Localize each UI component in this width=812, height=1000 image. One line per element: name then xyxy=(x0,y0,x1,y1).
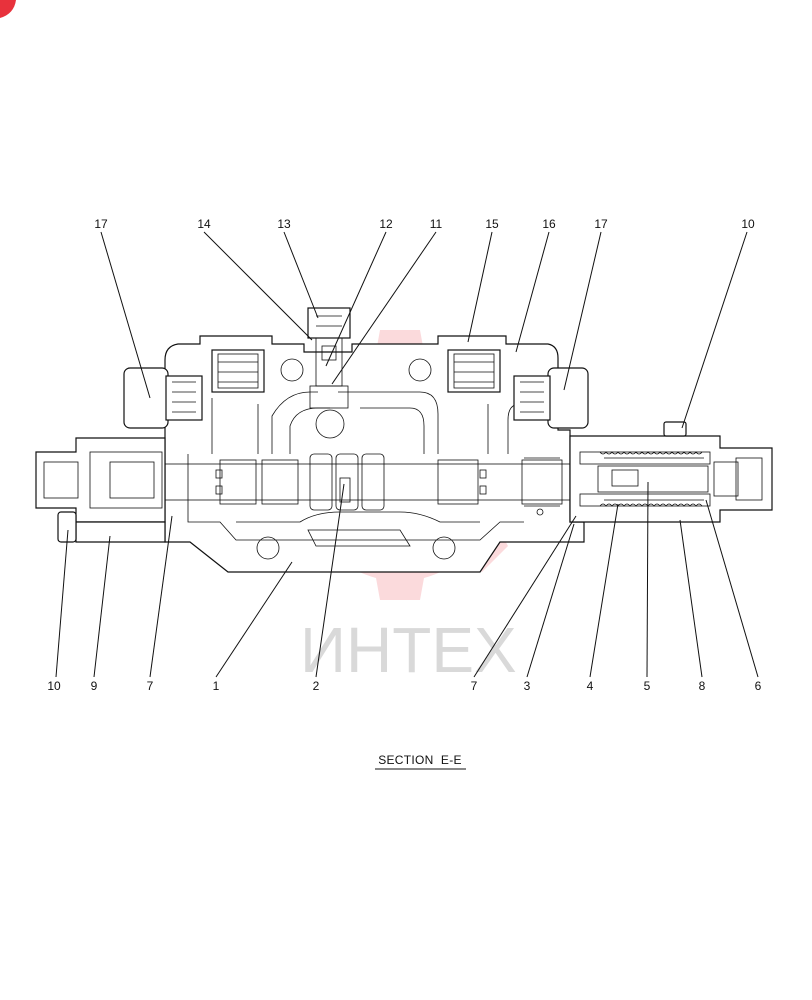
callout-label: 9 xyxy=(91,679,98,693)
corner-mark xyxy=(0,0,16,18)
relief-plugs xyxy=(123,307,589,429)
callout-label: 13 xyxy=(277,217,291,231)
callout-label: 2 xyxy=(313,679,320,693)
callout-label: 16 xyxy=(542,217,556,231)
callout-label: 17 xyxy=(94,217,108,231)
callout-label: 11 xyxy=(430,217,443,231)
callout-label: 5 xyxy=(644,679,651,693)
section-caption: SECTION E-E xyxy=(378,753,462,767)
callout-label: 4 xyxy=(587,679,594,693)
callout-label: 8 xyxy=(699,679,706,693)
valve-body xyxy=(35,335,773,573)
watermark-text: ИНТЕХ xyxy=(300,614,517,686)
callout-label: 14 xyxy=(197,217,211,231)
callout-label: 7 xyxy=(147,679,154,693)
callout-label: 3 xyxy=(524,679,531,693)
callout-label: 17 xyxy=(594,217,608,231)
callout-label: 1 xyxy=(213,679,220,693)
callout-label: 15 xyxy=(485,217,499,231)
callout-label: 10 xyxy=(47,679,61,693)
leader-lines xyxy=(55,231,759,678)
callout-label: 10 xyxy=(741,217,755,231)
callouts-bottom: 10 9 7 1 2 7 3 4 5 8 6 xyxy=(47,679,761,693)
callouts-top: 17 14 13 12 11 15 16 17 10 xyxy=(94,217,755,231)
callout-label: 6 xyxy=(755,679,762,693)
callout-label: 7 xyxy=(471,679,478,693)
callout-label: 12 xyxy=(379,217,393,231)
